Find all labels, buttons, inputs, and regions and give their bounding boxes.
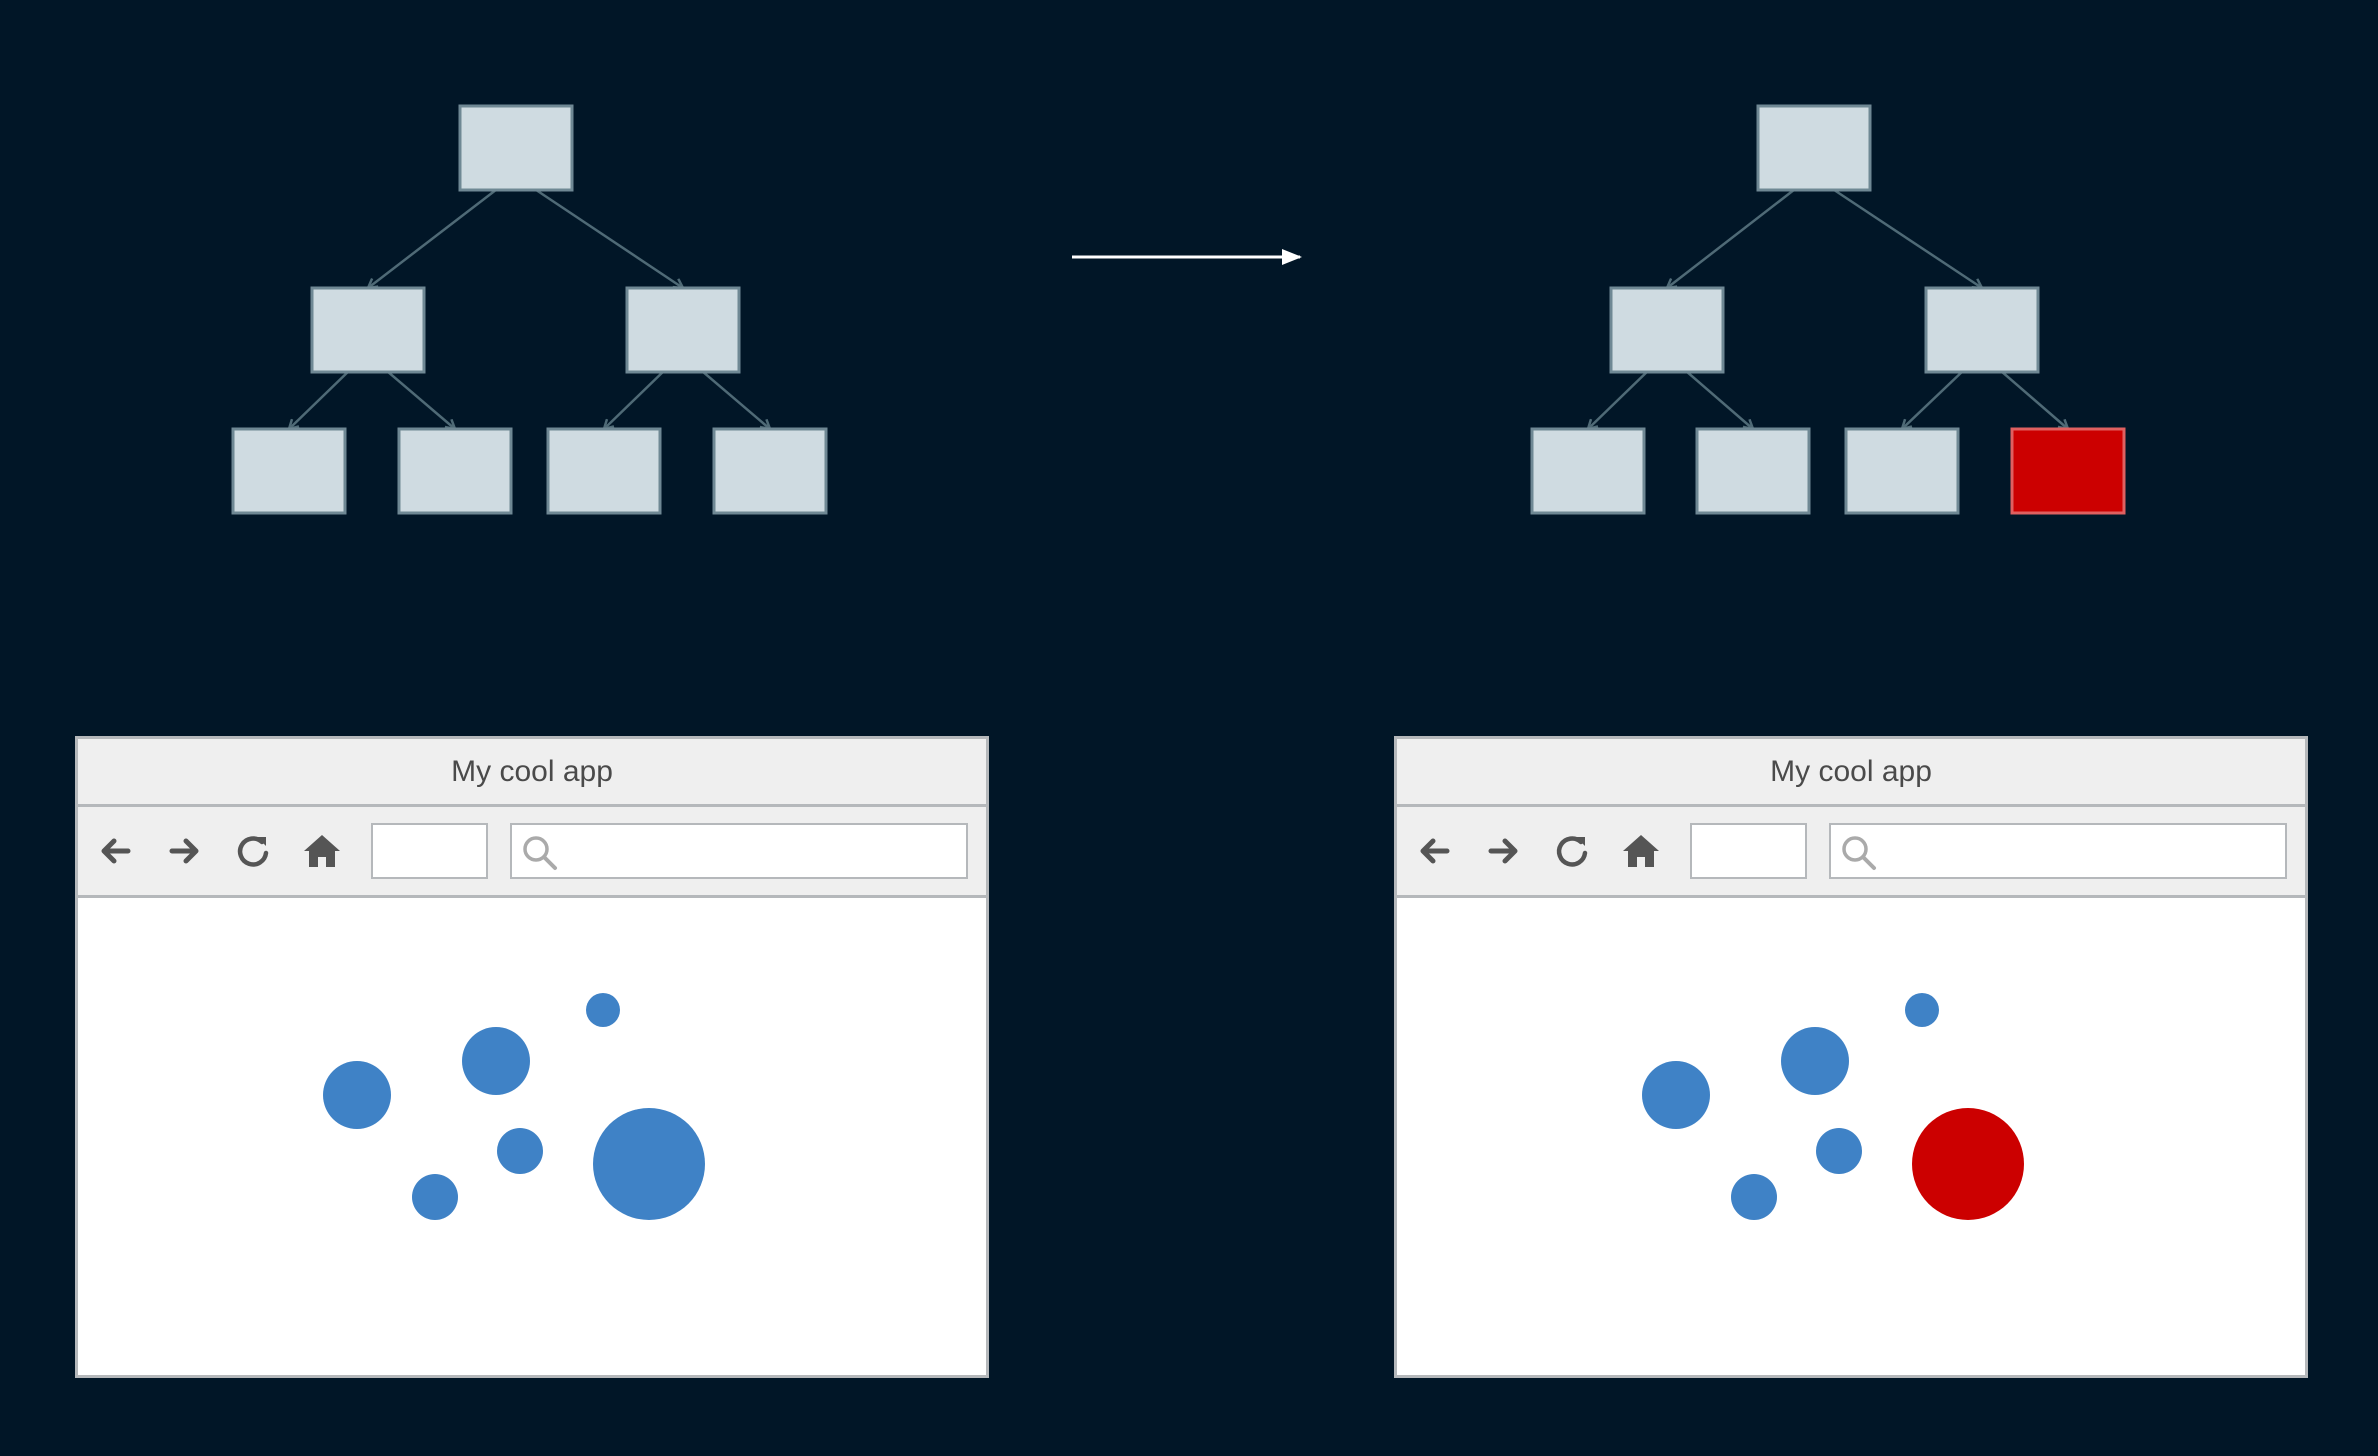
tree-edge	[702, 371, 770, 429]
search-icon	[1839, 833, 1879, 873]
tree-edge	[1588, 371, 1648, 429]
bubble-chart	[1642, 993, 2024, 1220]
tree-edge	[1686, 371, 1753, 429]
bubble-chart	[323, 993, 705, 1220]
tree-edge	[387, 371, 455, 429]
tree-edge	[1667, 189, 1795, 288]
bubble	[323, 1061, 391, 1129]
address-field[interactable]	[1690, 823, 1807, 879]
tree-after	[1530, 104, 2126, 515]
bubble	[1905, 993, 1939, 1027]
browser-window-after: My cool app	[1394, 736, 2308, 1378]
browser-toolbar	[78, 807, 986, 898]
tree-node	[1530, 427, 1646, 515]
search-input[interactable]	[510, 823, 968, 879]
tree-edge	[604, 371, 664, 429]
bubble	[1816, 1128, 1862, 1174]
bubble	[1731, 1174, 1777, 1220]
tree-node-changed	[2010, 427, 2126, 515]
window-title: My cool app	[78, 739, 986, 807]
home-icon[interactable]	[1619, 829, 1663, 873]
forward-arrow-icon[interactable]	[162, 829, 206, 873]
browser-toolbar	[1397, 807, 2305, 898]
tree-node	[397, 427, 513, 515]
back-arrow-icon[interactable]	[1413, 829, 1457, 873]
address-field[interactable]	[371, 823, 488, 879]
forward-arrow-icon[interactable]	[1481, 829, 1525, 873]
bubble	[497, 1128, 543, 1174]
bubble	[1642, 1061, 1710, 1129]
tree-edge	[535, 188, 683, 288]
tree-node	[546, 427, 662, 515]
tree-edge	[368, 189, 497, 288]
reload-icon[interactable]	[231, 829, 275, 873]
tree-node	[625, 286, 741, 374]
tree-node	[1609, 286, 1725, 374]
tree-node	[1756, 104, 1872, 192]
bubble	[412, 1174, 458, 1220]
home-icon[interactable]	[300, 829, 344, 873]
back-arrow-icon[interactable]	[94, 829, 138, 873]
tree-node	[1924, 286, 2040, 374]
bubble	[586, 993, 620, 1027]
tree-edge	[1833, 188, 1982, 288]
tree-edge	[2001, 371, 2068, 429]
tree-node	[1695, 427, 1811, 515]
reload-icon[interactable]	[1550, 829, 1594, 873]
tree-node	[458, 104, 574, 192]
tree-node	[310, 286, 426, 374]
tree-diagram	[231, 104, 2126, 515]
tree-node	[231, 427, 347, 515]
tree-edge	[289, 371, 349, 429]
app-content	[1397, 898, 2305, 1372]
app-content	[78, 898, 986, 1372]
bubble-changed	[1912, 1108, 2024, 1220]
tree-before	[231, 104, 828, 515]
bubble	[1781, 1027, 1849, 1095]
browser-window-before: My cool app	[75, 736, 989, 1378]
bubble	[462, 1027, 530, 1095]
tree-node	[712, 427, 828, 515]
bubble	[593, 1108, 705, 1220]
search-input[interactable]	[1829, 823, 2287, 879]
tree-edge	[1902, 371, 1963, 429]
search-icon	[520, 833, 560, 873]
tree-node	[1844, 427, 1960, 515]
window-title: My cool app	[1397, 739, 2305, 807]
